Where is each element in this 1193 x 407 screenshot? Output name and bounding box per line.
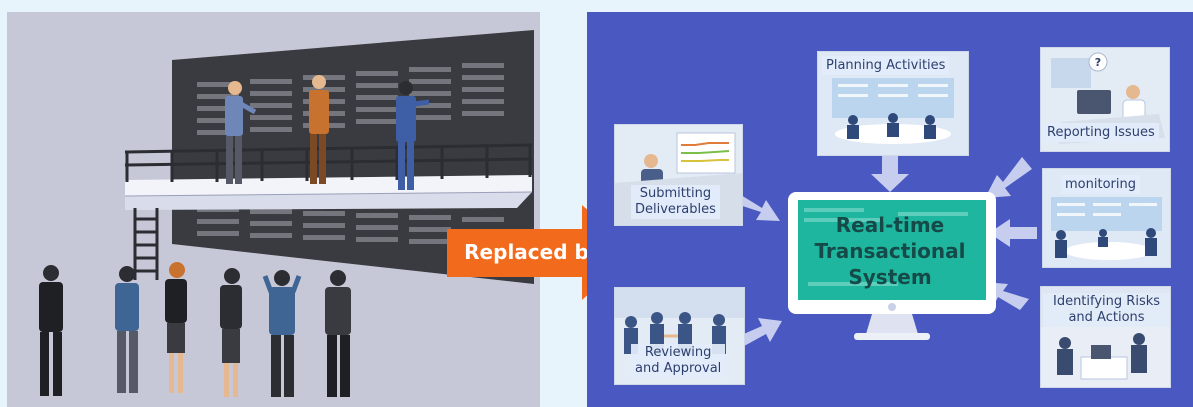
submitting-deliverables-label: Submitting Deliverables <box>631 185 720 219</box>
identifying-risks-label: Identifying Risks and Actions <box>1043 293 1170 327</box>
system-title: Real-time Transactional System <box>805 212 975 290</box>
replaced-by-label: Replaced by <box>464 240 602 264</box>
reviewing-approval-label-line2: and Approval <box>635 361 722 376</box>
monitoring-card: monitoring <box>1042 168 1171 268</box>
presenter-figure <box>309 75 329 184</box>
identifying-risks-card: Identifying Risks and Actions <box>1040 286 1171 388</box>
presenter-figure <box>396 81 430 190</box>
system-title-line3: System <box>848 265 932 289</box>
submitting-deliverables-label-line2: Deliverables <box>635 202 716 217</box>
question-mark-icon: ? <box>1095 56 1101 69</box>
identifying-risks-label-line1: Identifying Risks <box>1052 294 1161 309</box>
identifying-risks-label-line2: and Actions <box>1068 310 1145 325</box>
submitting-deliverables-label-line1: Submitting <box>639 186 712 201</box>
planning-activities-card: Planning Activities <box>817 51 969 156</box>
monitoring-label: monitoring <box>1061 175 1140 194</box>
planning-activities-label: Planning Activities <box>822 56 950 75</box>
wall-board-illustration <box>39 30 534 397</box>
reporting-issues-card: ? Reporting Issues <box>1040 47 1170 152</box>
reviewing-approval-label: Reviewing and Approval <box>631 344 726 378</box>
old-process-panel <box>7 12 540 407</box>
reviewing-approval-card: Reviewing and Approval <box>614 287 745 385</box>
system-title-line1: Real-time <box>835 213 945 237</box>
reviewing-approval-label-line1: Reviewing <box>644 345 712 360</box>
audience-figures <box>39 262 351 397</box>
presenter-figure <box>225 81 257 184</box>
reporting-issues-label: Reporting Issues <box>1043 123 1159 142</box>
monitor-icon <box>788 192 996 340</box>
submitting-deliverables-card: Submitting Deliverables <box>614 124 743 226</box>
system-title-line2: Transactional <box>814 239 966 263</box>
